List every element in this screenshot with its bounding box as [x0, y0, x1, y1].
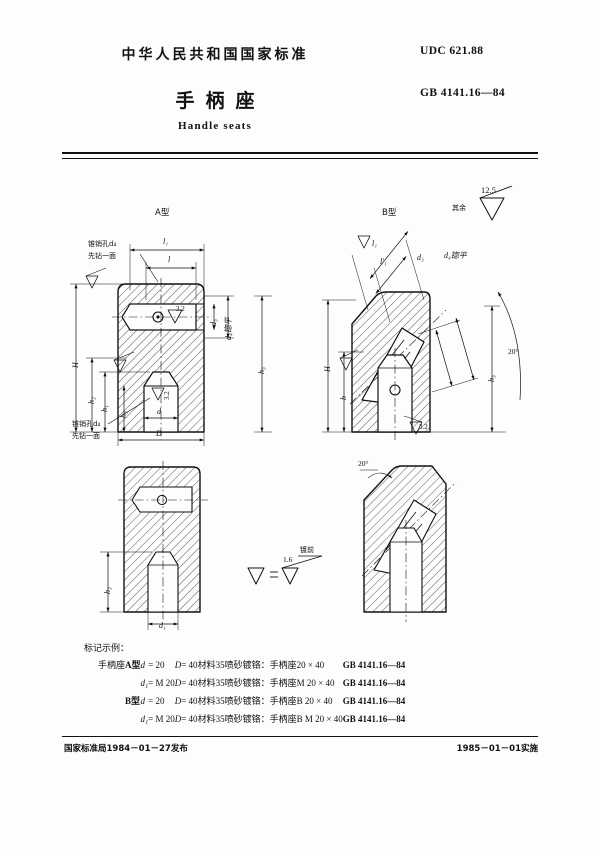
dim-h2-a: h₂	[87, 397, 96, 404]
header-rule-thick	[62, 152, 538, 154]
type-a-label: A型	[155, 208, 170, 218]
marking-D-symbol: D	[174, 660, 182, 670]
marking-designation-size: 20 × 40	[296, 660, 325, 670]
marking-product	[98, 694, 125, 712]
marking-dim-symbol: d	[140, 660, 146, 670]
marking-material-label: 材料	[197, 714, 216, 724]
before-plating-note: 镀前	[300, 546, 314, 554]
marking-D-value: = 40	[181, 696, 198, 706]
marking-finish: 喷砂镀铬：	[224, 660, 270, 670]
dim-D-a: D	[156, 429, 162, 438]
marking-D-symbol: D	[174, 678, 182, 688]
roughness-3-2-b: 3.2	[419, 423, 428, 431]
marking-material-value: 35	[215, 660, 225, 670]
marking-examples-heading: 标记示例：	[84, 644, 130, 654]
marking-dim-symbol: d₁	[140, 678, 149, 688]
dim-h1-a: h₁	[100, 405, 109, 412]
marking-dim-value: = 20	[148, 696, 165, 706]
marking-standard: GB 4141.16—84	[342, 696, 406, 706]
footer-effective-date: 1985－01－01实施	[456, 744, 538, 754]
marking-dim-symbol: d₁	[140, 714, 149, 724]
marking-designation-product: 手柄座	[269, 678, 297, 688]
marking-dim-symbol: d	[140, 696, 146, 706]
footer-rule	[62, 736, 538, 737]
marking-designation-size: B 20 × 40	[296, 696, 333, 706]
marking-type	[125, 712, 141, 730]
marking-standard: GB 4141.16—84	[342, 678, 406, 688]
dim-h3-a: h₃	[119, 411, 128, 418]
marking-designation-product: 手柄座	[269, 696, 297, 706]
marking-material-label: 材料	[197, 660, 216, 670]
pin-hole-note-top-line1: 锥销孔d₄	[88, 240, 117, 248]
dim-l1-b: l₁	[372, 239, 378, 248]
marking-type: A型	[125, 660, 141, 670]
roughness-3-2-a: 3.2	[176, 305, 185, 313]
table-row: d₁ = M 20 D = 40 材料 35 喷砂镀铬： 手柄座 B M 20 …	[98, 712, 406, 730]
marking-designation-product: 手柄座	[269, 714, 297, 724]
marking-standard: GB 4141.16—84	[342, 714, 406, 724]
marking-type: B型	[125, 696, 141, 706]
angle-20-b-bottom: 20°	[358, 459, 369, 468]
footer-issued-date: 国家标准局1984－01－27发布	[64, 744, 188, 754]
dim-d3-a: d₃	[209, 319, 218, 326]
marking-designation-product: 手柄座	[269, 660, 297, 670]
pin-hole-note-top-line2: 先钻一面	[88, 252, 116, 260]
marking-finish: 喷砂镀铬：	[224, 696, 270, 706]
pin-hole-note-bottom-line2: 先钻一面	[72, 432, 100, 440]
type-b-label: B型	[382, 208, 397, 218]
marking-standard: GB 4141.16—84	[342, 660, 406, 670]
marking-dim-value: = 20	[148, 660, 165, 670]
marking-D-symbol: D	[174, 696, 182, 706]
dim-d1-a-bottom: d₁	[159, 621, 166, 630]
dim-H-a: H	[71, 362, 80, 368]
dim-l1-prime-b: l′₁	[380, 257, 387, 266]
marking-finish: 喷砂镀铬：	[224, 714, 270, 724]
marking-dim-value: = M 20	[148, 678, 175, 688]
dim-d-a: d	[157, 407, 161, 416]
dim-h3-right-a: h₃	[257, 367, 266, 374]
dim-h2-a-bottom: h₂	[103, 587, 112, 594]
angle-20-b-main: 20°	[508, 347, 519, 356]
page-title-en: Handle seats	[178, 120, 252, 132]
marking-designation-size: B M 20 × 40	[296, 714, 343, 724]
marking-material-value: 35	[215, 714, 225, 724]
remainder-roughness-value: 12.5	[481, 185, 496, 195]
roughness-1-6-value: 1.6	[283, 555, 293, 564]
dim-d3-b: d₃	[417, 253, 424, 262]
marking-designation-size: M 20 × 40	[296, 678, 335, 688]
dim-l-a: l	[168, 255, 171, 264]
marking-product: 手柄座	[98, 660, 126, 670]
national-standard-line: 中华人民共和国国家标准	[121, 47, 309, 63]
roughness-3-2-a2: 3.2	[163, 391, 171, 400]
udc-code: UDC 621.88	[420, 45, 484, 57]
header-rule-thin	[62, 158, 538, 159]
marking-material-value: 35	[215, 696, 225, 706]
marking-product	[98, 676, 125, 694]
marking-D-symbol: D	[174, 714, 182, 724]
marking-D-value: = 40	[181, 660, 198, 670]
dim-h-b: h	[339, 396, 348, 400]
marking-D-value: = 40	[181, 714, 198, 724]
remainder-note-label: 其余	[452, 204, 466, 212]
marking-product	[98, 712, 125, 730]
pin-hole-note-bottom-line1: 锥销孔d₄	[72, 420, 101, 428]
marking-material-label: 材料	[197, 678, 216, 688]
table-row: d₁ = M 20 D = 40 材料 35 喷砂镀铬： 手柄座 M 20 × …	[98, 676, 406, 694]
marking-material-value: 35	[215, 678, 225, 688]
marking-finish: 喷砂镀铬：	[224, 678, 270, 688]
dim-d4-flat-b: d₄锪平	[444, 251, 467, 260]
dim-H-b: H	[323, 366, 332, 372]
marking-examples-table: 手柄座 A型 d = 20 D = 40 材料 35 喷砂镀铬： 手柄座 20 …	[98, 658, 405, 730]
table-row: B型 d = 20 D = 40 材料 35 喷砂镀铬： 手柄座 B 20 × …	[98, 694, 405, 712]
table-row: 手柄座 A型 d = 20 D = 40 材料 35 喷砂镀铬： 手柄座 20 …	[98, 658, 405, 676]
marking-type	[125, 676, 141, 694]
page-title-cn: 手柄座	[175, 90, 266, 112]
marking-material-label: 材料	[197, 696, 216, 706]
dim-d4-flat-a: d₄锪平	[224, 317, 233, 340]
gb-standard-code: GB 4141.16—84	[420, 87, 506, 99]
marking-D-value: = 40	[181, 678, 198, 688]
dim-h3-b: h₃	[487, 375, 496, 382]
dim-l1-a: l₁	[163, 237, 169, 246]
marking-dim-value: = M 20	[148, 714, 175, 724]
